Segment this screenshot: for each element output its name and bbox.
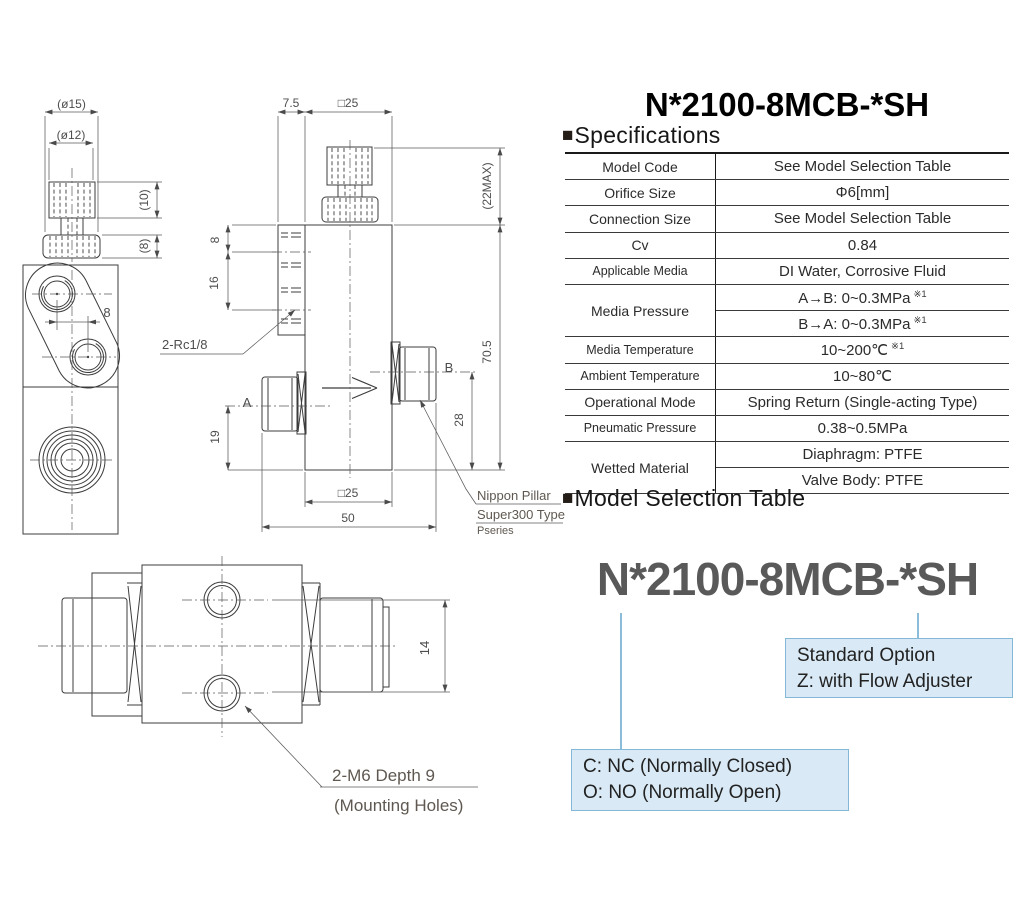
model-selection-heading: ■ Model Selection Table [562,485,805,512]
spec-label: Media Pressure [565,284,716,338]
dim-label-port-spacing: 8 [103,305,110,320]
dim-label-port-a-height: 19 [208,430,222,444]
dim-label-hole-spacing: 14 [417,641,432,655]
bottom-view-drawing: 14 2-M6 Depth 9 (Mounting Holes) [38,556,478,815]
flow-arrow [322,376,378,400]
spec-label: Wetted Material [565,441,716,495]
fitting-note-line1: Nippon Pillar [477,488,551,503]
dim-label-knob-inner: (ø12) [57,128,86,142]
spec-value: Φ6[mm] [715,179,1009,207]
section-square-icon: ■ [562,488,574,509]
standard-option-callout: Standard Option Z: with Flow Adjuster [785,638,1013,698]
specifications-table: Model Code See Model Selection Table Ori… [565,152,1009,495]
leader-line-option [917,613,919,639]
dim-label-knob-height: (22MAX) [480,162,494,209]
spec-value-text: B→A: 0~0.3MPa [798,315,911,333]
valve-type-line1: C: NC (Normally Closed) [583,756,793,777]
spec-value: Diaphragm: PTFE [715,441,1009,469]
table-row: Media Temperature 10~200℃※1 [565,336,1009,364]
spec-note: ※1 [913,314,927,326]
dim-label-rib-upper: 8 [208,236,222,243]
table-row: Ambient Temperature 10~80℃ [565,363,1009,390]
spec-value: Spring Return (Single-acting Type) [715,389,1009,416]
specifications-heading: ■ Specifications [562,122,721,149]
spec-label: Pneumatic Pressure [565,415,716,443]
table-row: Media Pressure A→B: 0~0.3MPa※1 [565,284,1009,338]
model-code: N*2100-8MCB-*SH [596,553,979,605]
dim-label-body-height: 70.5 [480,340,494,364]
thread-note-label: 2-Rc1/8 [162,337,208,352]
table-row: B→A: 0~0.3MPa※1 [565,310,1009,338]
spec-value: See Model Selection Table [715,153,1009,181]
spec-label: Applicable Media [565,258,716,285]
table-row: Pneumatic Pressure 0.38~0.5MPa [565,415,1009,443]
spec-value: 0.38~0.5MPa [715,415,1009,443]
spec-note: ※1 [913,288,927,300]
dim-label-knob-lower-height: (8) [137,239,151,254]
specifications-heading-label: Specifications [574,122,721,148]
table-row: Orifice Size Φ6[mm] [565,179,1009,207]
table-row: Valve Body: PTFE [565,467,1009,495]
page-title: N*2100-8MCB-*SH [644,86,930,123]
dim-label-overall-width: 50 [341,511,355,525]
spec-label: Ambient Temperature [565,363,716,390]
fitting-note-line3: Pseries [477,525,514,537]
spec-label: Connection Size [565,205,716,233]
dim-label-knob-outer: (ø15) [57,97,86,111]
front-view-drawing: 7.5 □25 (22MAX) 8 16 2-Rc1/8 A B 19 28 7… [160,96,565,537]
side-view-drawing: (ø15) (ø12) (10) (8) 8 [22,97,162,535]
mounting-note-line1: 2-M6 Depth 9 [332,766,435,785]
spec-value: Valve Body: PTFE [715,467,1009,495]
dim-label-port-b-height: 28 [452,413,466,427]
dim-label-knob-upper-height: (10) [137,189,151,210]
spec-label: Cv [565,232,716,259]
section-square-icon: ■ [562,125,574,146]
valve-type-callout: C: NC (Normally Closed) O: NO (Normally … [571,749,849,811]
dim-label-top-offset: 7.5 [283,96,300,110]
table-row: Wetted Material Diaphragm: PTFE [565,441,1009,495]
spec-note: ※1 [891,340,905,352]
spec-value: 0.84 [715,232,1009,259]
standard-option-line2: Z: with Flow Adjuster [797,670,973,692]
spec-label: Model Code [565,153,716,181]
leader-line-type [620,613,622,750]
table-row: Cv 0.84 [565,232,1009,259]
table-row: Connection Size See Model Selection Tabl… [565,205,1009,233]
spec-value: 10~80℃ [715,363,1009,390]
spec-value: DI Water, Corrosive Fluid [715,258,1009,285]
spec-value: B→A: 0~0.3MPa※1 [715,310,1009,338]
standard-option-line1: Standard Option [797,645,936,666]
dim-label-top-width: □25 [338,96,359,110]
spec-value: See Model Selection Table [715,205,1009,233]
spec-label: Operational Mode [565,389,716,416]
spec-value-text: A→B: 0~0.3MPa [798,289,911,307]
fitting-note-line2: Super300 Type [477,507,565,522]
spec-label: Orifice Size [565,179,716,207]
table-row: Model Code See Model Selection Table [565,153,1009,181]
spec-value: A→B: 0~0.3MPa※1 [715,284,1009,312]
port-a-label: A [243,395,252,410]
model-selection-heading-label: Model Selection Table [574,485,806,511]
valve-type-line2: O: NO (Normally Open) [583,781,782,803]
table-row: Operational Mode Spring Return (Single-a… [565,389,1009,416]
dim-label-body-width: □25 [338,486,359,500]
spec-value-text: 10~200℃ [820,341,889,359]
spec-value: 10~200℃※1 [715,336,1009,364]
dim-label-rib-lower: 16 [207,276,221,290]
table-row: Applicable Media DI Water, Corrosive Flu… [565,258,1009,285]
port-b-label: B [445,360,454,375]
mounting-note-line2: (Mounting Holes) [334,796,463,815]
spec-label: Media Temperature [565,336,716,364]
